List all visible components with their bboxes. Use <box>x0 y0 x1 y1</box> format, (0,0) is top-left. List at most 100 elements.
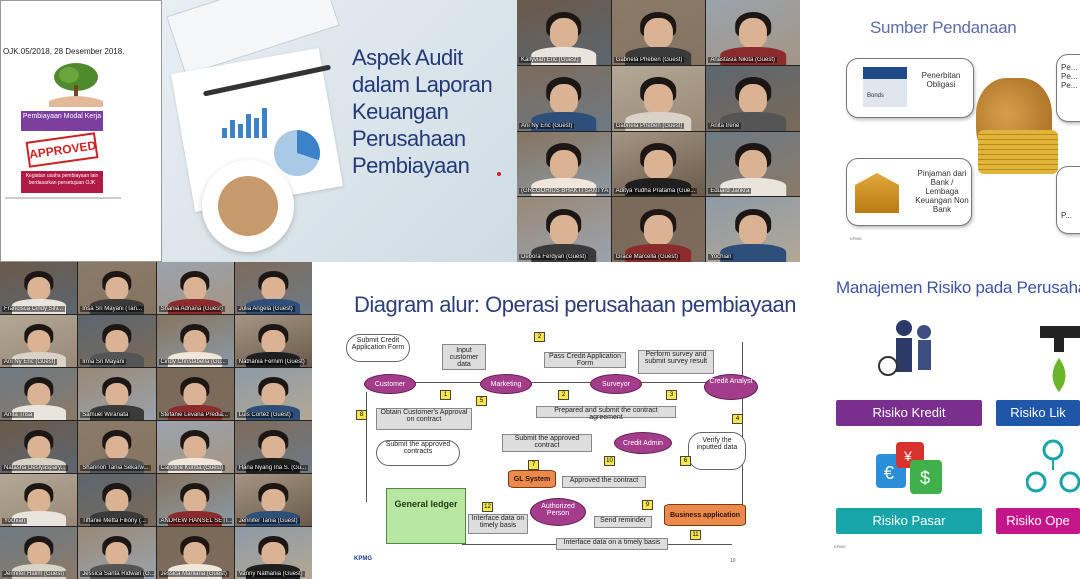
video-grid-bottom: Francisca Cindy Silv...Insa Sri Mayani (… <box>0 262 312 579</box>
top-participant-tile[interactable]: Gabriela Pheben (Guest) <box>611 65 706 131</box>
video-grid-top: Kallyvian Eric (Guest)Gabriela Pheben (G… <box>517 0 800 262</box>
participant-name-label: Caroline Kuntia (Guest) <box>158 465 232 471</box>
participant-body <box>11 458 66 473</box>
node-gl-system: GL System <box>508 470 556 488</box>
top-participant-tile[interactable]: Anastasia Nikita (Guest) <box>706 0 800 65</box>
bottom-participant-tile[interactable]: Jennifer Tania (Guest) <box>234 474 312 526</box>
bottom-participant-tile[interactable]: Nathania Fernim (Guest) <box>234 315 312 367</box>
bottom-participant-tile[interactable]: Irma Sri Mayani <box>78 315 156 367</box>
top-participant-tile[interactable]: (GREGORIUS BHAKTI SANTYA... <box>517 131 611 197</box>
bottom-participant-tile[interactable]: Caroline Kuntia (Guest) <box>156 421 234 473</box>
participant-name-label: Tiffanie Metta Filiony (... <box>80 518 153 524</box>
risk-operasional-button[interactable]: Risiko Ope <box>996 508 1080 534</box>
bottom-participant-tile[interactable]: Jessica Marliana (Guest) <box>156 527 234 579</box>
risk-pasar-button[interactable]: Risiko Pasar <box>836 508 982 534</box>
top-participant-tile[interactable]: Eduard Jankra <box>706 131 800 197</box>
participant-body <box>168 511 223 526</box>
slide-ojk-panel: OJK.05/2018, 28 Desember 2018. Pembiayaa… <box>0 0 162 262</box>
participant-name-label: Natasha Deslyaspary... <box>2 465 75 471</box>
participant-body <box>11 405 66 420</box>
participant-name: Shannon Tania Sekarw... <box>80 465 151 471</box>
bottom-participant-tile[interactable]: Tiffanie Metta Filiony (... <box>78 474 156 526</box>
participant-name: Caroline Kuntia (Guest) <box>158 465 226 471</box>
participant-name: Anita Irene <box>708 122 742 129</box>
bottom-participant-tile[interactable]: Insa Sri Mayani (Tan... <box>78 262 156 314</box>
risk-kredit-button[interactable]: Risiko Kredit <box>836 400 982 426</box>
step-number: 10 <box>604 456 615 466</box>
bubble-pinjaman-text: Pinjaman dari Bank / Lembaga Keuangan No… <box>915 169 969 214</box>
top-participant-tile[interactable]: Kallyvian Eric (Guest) <box>517 0 611 65</box>
participant-body <box>246 299 301 314</box>
participant-name-label: Kallyvian Eric (Guest) <box>519 56 609 63</box>
desk-slide-title: Aspek Audit dalam Laporan Keuangan Perus… <box>352 45 493 178</box>
participant-face <box>739 149 768 180</box>
participant-name-label: Shannon Tania Sekarw... <box>80 465 153 471</box>
top-participant-tile[interactable]: Yochian <box>706 197 800 262</box>
faucet-dollar-icon <box>1040 326 1080 392</box>
participant-name-label: Ani Ny Eric (Guest) <box>2 359 75 365</box>
bottom-participant-tile[interactable]: Shania Adriana (Guest) <box>156 262 234 314</box>
participant-face <box>105 435 129 460</box>
node-pass-credit: Pass Credit Application Form <box>544 352 626 368</box>
bottom-participant-tile[interactable]: Luis Cortez (Guest) <box>234 368 312 420</box>
bottom-participant-tile[interactable]: Jessica Sarita Ridwan (G... <box>78 527 156 579</box>
participant-name-label: Samuel Wiranata <box>80 412 153 418</box>
node-customer: Customer <box>364 374 416 394</box>
participant-name-label: Debora Ferdyan (Guest) <box>519 254 609 260</box>
top-participant-tile[interactable]: Debora Ferdyan (Guest) <box>517 197 611 262</box>
step-number: 9 <box>642 500 653 510</box>
bubble-obligasi: Bonds Penerbitan Obligasi <box>846 58 974 118</box>
top-participant-tile[interactable]: Aditya Yudha Pratama (Gue... <box>611 131 706 197</box>
bar-chart-image <box>222 108 270 138</box>
bottom-participant-tile[interactable]: Natasha Deslyaspary... <box>0 421 78 473</box>
kpmg-logo: KPMG <box>354 556 372 562</box>
node-interface-timely: Interface data on timely basis <box>468 514 528 534</box>
participant-face <box>105 488 129 513</box>
slide-footer-line <box>5 197 121 199</box>
bottom-participant-tile[interactable]: Jennifer Halim (Guest) <box>0 527 78 579</box>
risk-likuiditas-button[interactable]: Risiko Lik <box>996 400 1080 426</box>
bottom-participant-tile[interactable]: Yochian <box>0 474 78 526</box>
participant-body <box>531 112 597 131</box>
participant-body <box>11 299 66 314</box>
participant-name: Jessica Sarita Ridwan (G... <box>80 571 154 577</box>
node-credit-admin: Credit Admin <box>614 432 672 454</box>
participant-body <box>720 46 786 65</box>
participant-face <box>105 276 129 301</box>
participant-name-label: Yochian <box>2 518 75 524</box>
participant-face <box>739 83 768 114</box>
participant-name: Luis Cortez (Guest) <box>236 412 293 418</box>
top-participant-tile[interactable]: Gabriela Pheben (Guest) <box>611 0 706 65</box>
bubble-obligasi-text: Penerbitan Obligasi <box>921 71 961 89</box>
bottom-participant-tile[interactable]: Stefanie Levana Predia... <box>156 368 234 420</box>
bottom-participant-tile[interactable]: Francisca Cindy Silv... <box>0 262 78 314</box>
participant-body <box>720 178 786 197</box>
bottom-participant-tile[interactable]: Ani Ny Eric (Guest) <box>0 315 78 367</box>
top-participant-tile[interactable]: Grace Marcella (Guest) <box>611 197 706 262</box>
participant-body <box>625 112 692 131</box>
coffee-image <box>218 176 278 236</box>
step-number: 8 <box>356 410 367 420</box>
participant-face <box>739 215 768 246</box>
top-participant-tile[interactable]: Anita Irene <box>706 65 800 131</box>
participant-body <box>89 458 144 473</box>
bottom-participant-tile[interactable]: ANDREW HANSEL SETI... <box>156 474 234 526</box>
participant-face <box>105 329 129 354</box>
top-participant-tile[interactable]: Ani Ny Eric (Guest) <box>517 65 611 131</box>
bottom-participant-tile[interactable]: Shannon Tania Sekarw... <box>78 421 156 473</box>
svg-text:€: € <box>884 463 894 483</box>
participant-body <box>11 564 66 579</box>
bottom-participant-tile[interactable]: Julia Angela (Guest) <box>234 262 312 314</box>
participant-name: Jessica Marliana (Guest) <box>158 571 229 577</box>
risk-panel: Manajemen Risiko pada Perusahaan P Risik… <box>800 262 1080 579</box>
participant-body <box>168 352 223 367</box>
participant-body <box>11 352 66 367</box>
money-tree-icon <box>49 63 103 107</box>
bottom-participant-tile[interactable]: Cindy Christabella (Gu... <box>156 315 234 367</box>
bottom-participant-tile[interactable]: Vanny Nathania (Guest) <box>234 527 312 579</box>
bottom-participant-tile[interactable]: Anita Trisa <box>0 368 78 420</box>
bottom-participant-tile[interactable]: Samuel Wiranata <box>78 368 156 420</box>
bubble-pinjaman: Pinjaman dari Bank / Lembaga Keuangan No… <box>846 158 972 226</box>
node-send-reminder: Send reminder <box>594 516 652 528</box>
bottom-participant-tile[interactable]: Hana Nyang Ina S. (Gu... <box>234 421 312 473</box>
